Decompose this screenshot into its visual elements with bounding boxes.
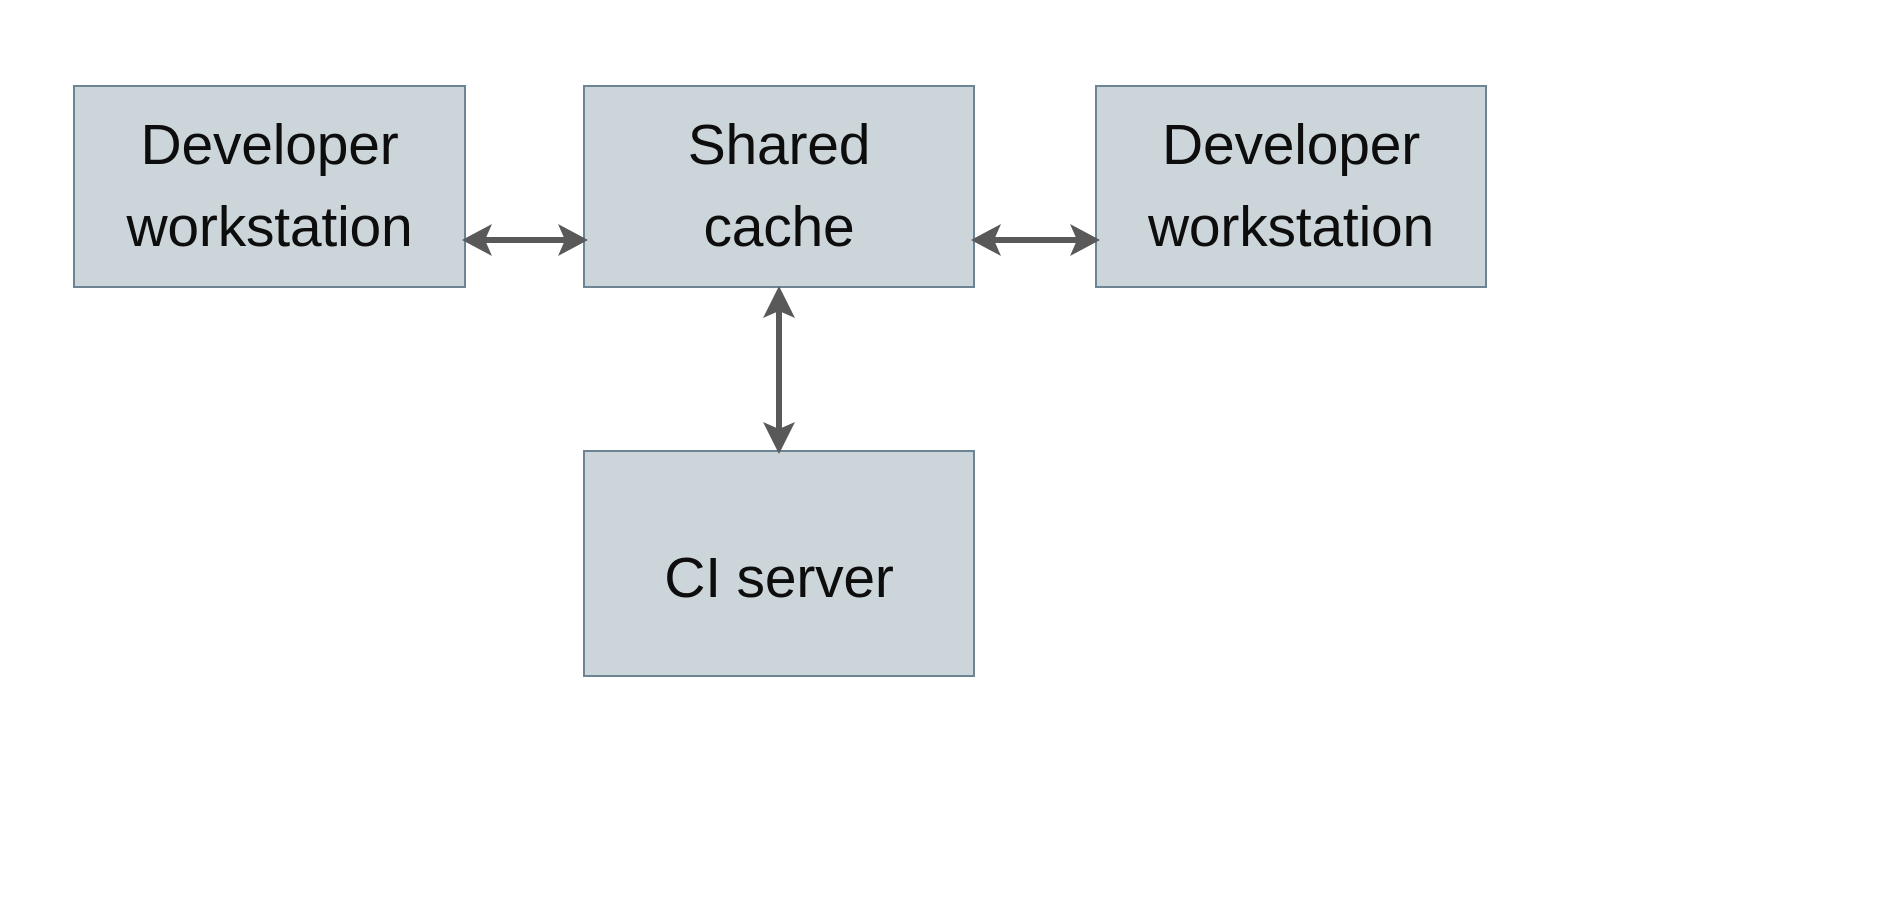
node-label: Developer workstation — [126, 113, 413, 259]
connector-shared-cache-to-dev-right — [971, 210, 1100, 270]
connector-dev-left-to-shared-cache — [462, 210, 588, 270]
node-label: Developer workstation — [1147, 113, 1435, 259]
node-label: CI server — [664, 545, 894, 610]
connector-shared-cache-to-ci-server — [749, 286, 809, 454]
node-developer-workstation-left[interactable]: Developer workstation — [73, 85, 466, 288]
node-label: Shared cache — [687, 113, 871, 259]
node-developer-workstation-right[interactable]: Developer workstation — [1095, 85, 1487, 288]
double-arrow-icon — [462, 224, 588, 256]
double-arrow-icon — [763, 286, 795, 454]
node-shared-cache[interactable]: Shared cache — [583, 85, 975, 288]
node-ci-server[interactable]: CI server — [583, 450, 975, 677]
double-arrow-icon — [971, 224, 1100, 256]
